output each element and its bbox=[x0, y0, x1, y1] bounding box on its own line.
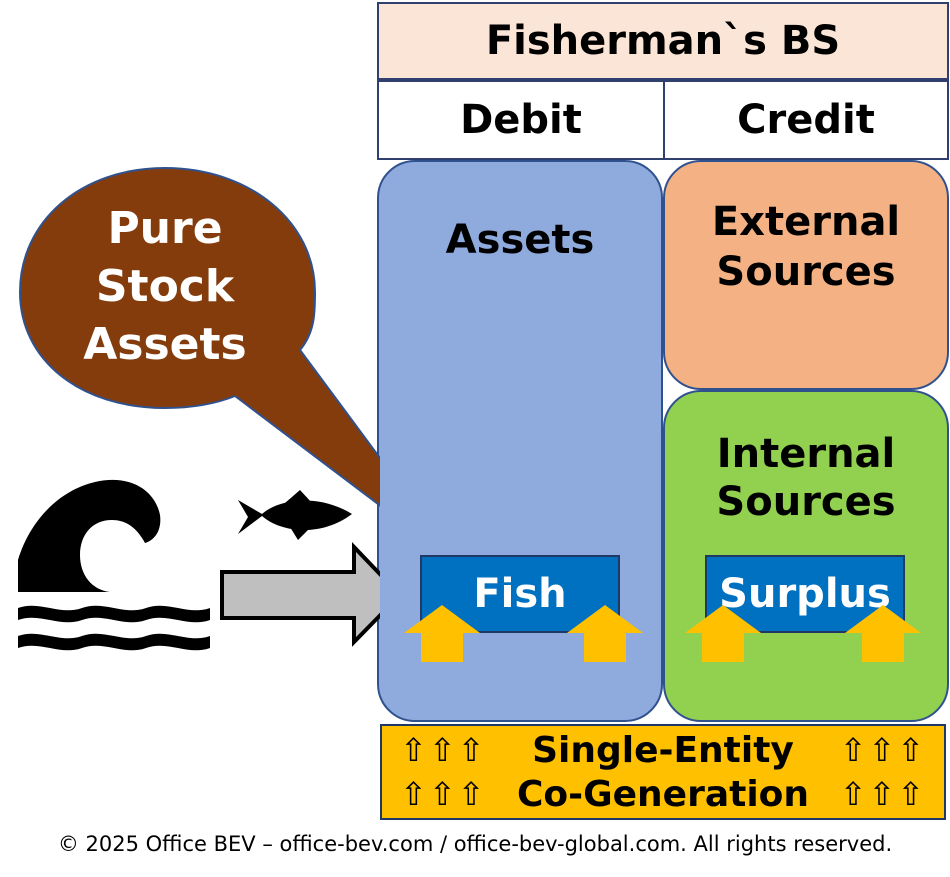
fish-icon bbox=[238, 490, 352, 540]
up-arrow-icon bbox=[567, 605, 643, 662]
bubble-line1: Pure bbox=[107, 203, 223, 254]
footer-arrows-left-2: ⇧⇧⇧ bbox=[400, 775, 487, 813]
assets-title: Assets bbox=[445, 217, 595, 263]
pure-stock-assets-label: Pure Stock Assets bbox=[40, 200, 290, 374]
up-arrow-icon bbox=[404, 605, 480, 662]
footer-arrows-right-1: ⇧⇧⇧ bbox=[839, 731, 926, 769]
wave-icon bbox=[18, 479, 210, 651]
footer-arrows-right-2: ⇧⇧⇧ bbox=[839, 775, 926, 813]
credit-header: Credit bbox=[663, 80, 949, 160]
co-generation-banner: ⇧⇧⇧ Single-Entity ⇧⇧⇧ ⇧⇧⇧ Co-Generation … bbox=[380, 724, 946, 820]
up-arrow-icon bbox=[845, 605, 921, 662]
right-arrow-icon bbox=[220, 542, 380, 647]
external-title-line1: External bbox=[711, 199, 901, 245]
bubble-line3: Assets bbox=[83, 319, 247, 370]
left-illustration bbox=[18, 166, 380, 651]
external-sources-box: External Sources bbox=[663, 160, 949, 390]
debit-header: Debit bbox=[377, 80, 665, 160]
balance-sheet-title: Fisherman`s BS bbox=[377, 2, 949, 80]
internal-title-line1: Internal bbox=[716, 431, 896, 477]
footer-arrows-left-1: ⇧⇧⇧ bbox=[400, 731, 487, 769]
copyright-notice: © 2025 Office BEV – office-bev.com / off… bbox=[57, 832, 893, 856]
bubble-line2: Stock bbox=[95, 261, 235, 312]
up-arrow-icon bbox=[685, 605, 761, 662]
internal-title-line2: Sources bbox=[716, 479, 896, 525]
footer-line1: Single-Entity bbox=[532, 729, 794, 771]
external-title-line2: Sources bbox=[716, 249, 896, 295]
speech-bubble bbox=[18, 166, 380, 507]
footer-line2: Co-Generation bbox=[516, 773, 810, 815]
